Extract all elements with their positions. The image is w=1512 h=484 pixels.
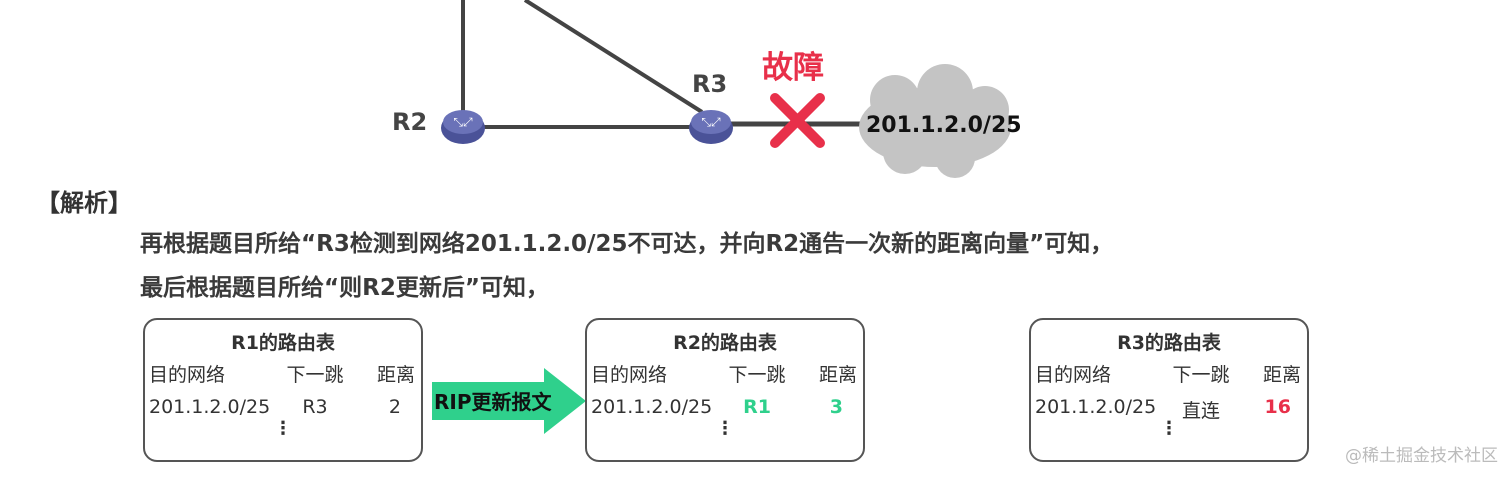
router-label-r2: R2 xyxy=(392,108,428,136)
cell-destination: 201.1.2.0/25 xyxy=(1035,396,1157,418)
header-destination: 目的网络 xyxy=(1035,364,1112,386)
cell-next-hop: R1 xyxy=(743,396,771,418)
cell-distance: 2 xyxy=(388,396,401,418)
svg-text:⤡⤢: ⤡⤢ xyxy=(701,115,720,129)
cloud-shape xyxy=(859,64,1011,178)
header-destination: 目的网络 xyxy=(149,364,226,386)
network-topology: ⤡⤢ ⤡⤢ xyxy=(441,0,1011,178)
table-title: R2的路由表 xyxy=(673,332,777,354)
arrow-label: RIP更新报文 xyxy=(434,390,552,414)
router-icon-r3: ⤡⤢ xyxy=(689,110,733,144)
header-next-hop: 下一跳 xyxy=(1172,364,1230,386)
more-rows: ⋮ xyxy=(716,418,734,439)
header-distance: 距离 xyxy=(376,364,415,386)
routing-table-r2: R2的路由表 目的网络 下一跳 距离 201.1.2.0/25 R1 3 ⋮ xyxy=(585,318,865,462)
fault-label: 故障 xyxy=(762,50,824,86)
header-next-hop: 下一跳 xyxy=(728,364,786,386)
cell-distance: 3 xyxy=(829,396,843,418)
update-arrow xyxy=(432,368,586,434)
more-rows: ⋮ xyxy=(274,418,292,439)
analysis-line-2: 最后根据题目所给“则R2更新后”可知， xyxy=(140,275,549,301)
network-label: 201.1.2.0/25 xyxy=(866,113,1022,138)
fault-x-icon xyxy=(770,93,825,148)
cell-destination: 201.1.2.0/25 xyxy=(149,396,271,418)
cell-distance: 16 xyxy=(1264,396,1291,418)
analysis-heading: 【解析】 xyxy=(36,189,132,217)
header-next-hop: 下一跳 xyxy=(286,364,344,386)
routing-table-r1: R1的路由表 目的网络 下一跳 距离 201.1.2.0/25 R3 2 ⋮ xyxy=(143,318,423,462)
svg-text:⤡⤢: ⤡⤢ xyxy=(453,115,472,129)
more-rows: ⋮ xyxy=(1160,418,1178,439)
router-label-r3: R3 xyxy=(692,70,728,98)
cell-destination: 201.1.2.0/25 xyxy=(591,396,713,418)
header-distance: 距离 xyxy=(818,364,857,386)
link-r3-diagonal xyxy=(523,0,704,114)
router-icon-r2: ⤡⤢ xyxy=(441,110,485,144)
routing-table-r3: R3的路由表 目的网络 下一跳 距离 201.1.2.0/25 直连 16 ⋮ xyxy=(1029,318,1309,462)
table-title: R1的路由表 xyxy=(231,332,335,354)
cell-next-hop: R3 xyxy=(302,396,328,418)
watermark: @稀土掘金技术社区 xyxy=(1345,446,1498,466)
analysis-line-1: 再根据题目所给“R3检测到网络201.1.2.0/25不可达，并向R2通告一次新… xyxy=(140,231,1114,257)
table-title: R3的路由表 xyxy=(1117,332,1221,354)
cell-next-hop: 直连 xyxy=(1181,400,1220,422)
header-destination: 目的网络 xyxy=(591,364,668,386)
header-distance: 距离 xyxy=(1262,364,1301,386)
